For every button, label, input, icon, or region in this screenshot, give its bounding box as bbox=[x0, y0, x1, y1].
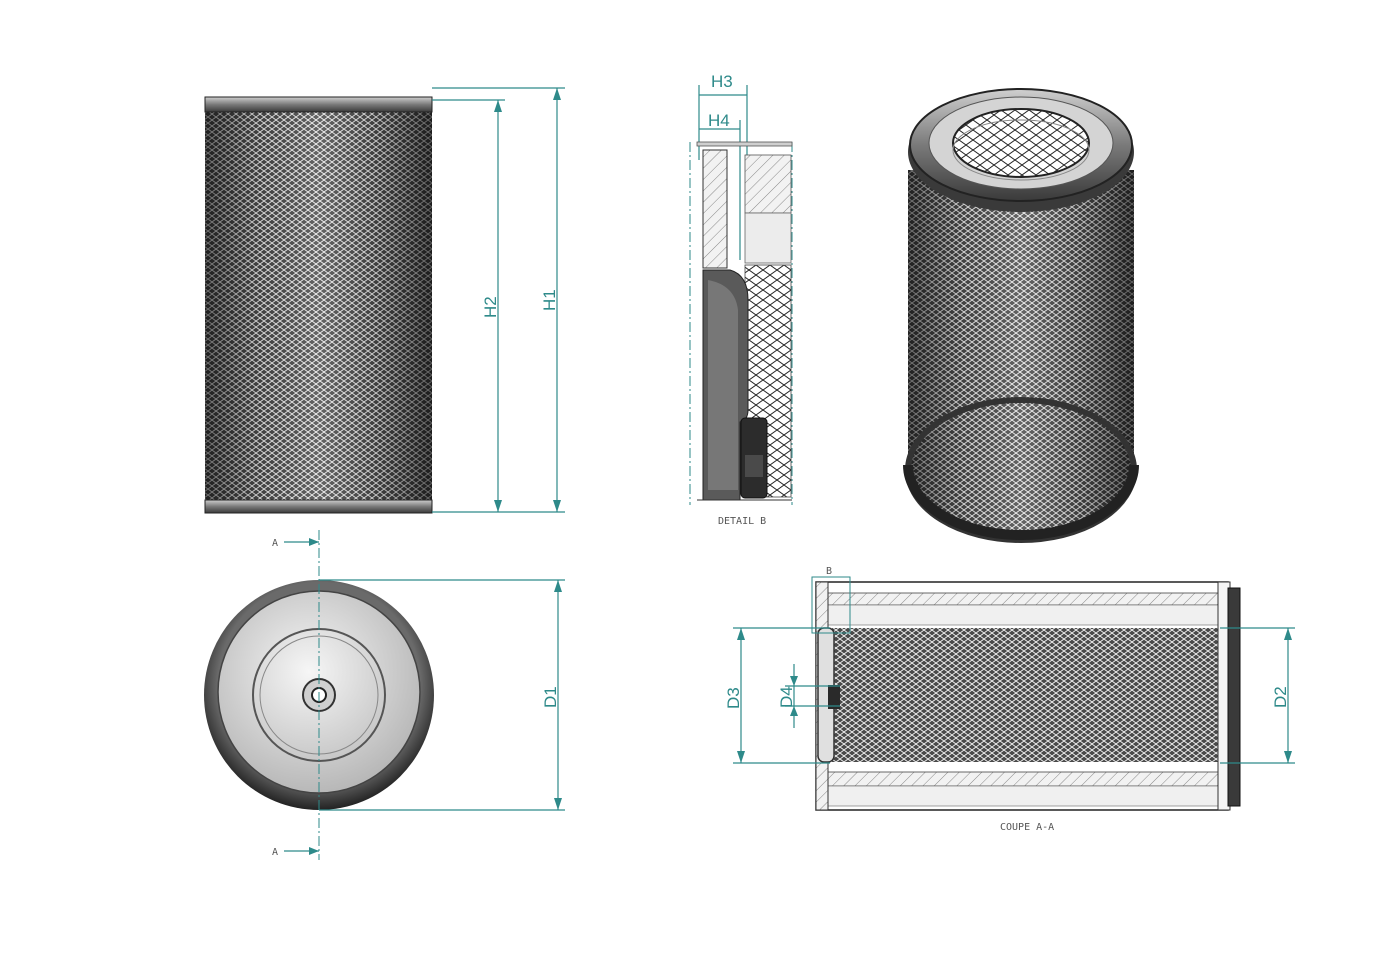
d1-label: D1 bbox=[541, 686, 560, 708]
height-dimensions: H2 H1 bbox=[432, 87, 565, 513]
d1-dimension: D1 bbox=[319, 579, 565, 811]
top-end-cap bbox=[204, 96, 433, 113]
d3-label: D3 bbox=[724, 687, 743, 709]
d4-label: D4 bbox=[777, 686, 796, 708]
d2-label: D2 bbox=[1271, 686, 1290, 708]
detail-caption: DETAIL B bbox=[718, 516, 766, 527]
section-caption: COUPE A-A bbox=[1000, 822, 1054, 833]
iso-view bbox=[903, 88, 1139, 543]
detail-mark: B bbox=[826, 566, 832, 577]
h1-label: H1 bbox=[540, 289, 559, 311]
h2-label: H2 bbox=[481, 296, 500, 318]
end-view-centerlines: A A bbox=[272, 530, 320, 860]
section-mark-bottom: A bbox=[272, 847, 278, 858]
section-dimensions: D3 D4 D2 bbox=[724, 627, 1295, 764]
h4-label: H4 bbox=[708, 111, 730, 130]
filter-detail-icon: H3 H4 DETAIL B bbox=[689, 72, 793, 527]
h3-label: H3 bbox=[711, 72, 733, 91]
bottom-end-cap bbox=[204, 499, 433, 514]
front-view bbox=[204, 96, 433, 514]
section-mark-top: A bbox=[272, 538, 278, 549]
filter-section-icon: B COUPE A-A bbox=[811, 566, 1241, 833]
